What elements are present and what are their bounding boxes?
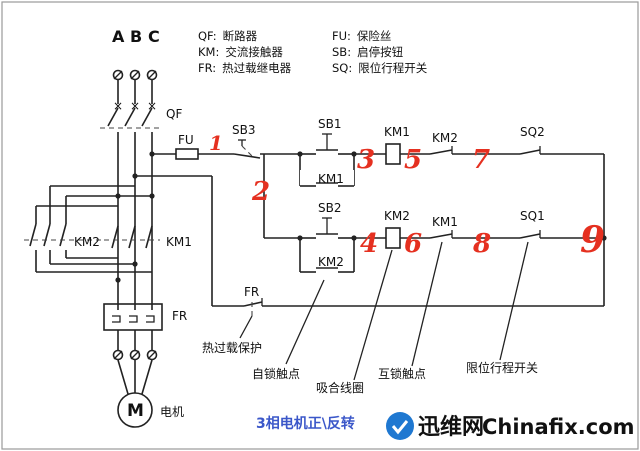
legend-code: SQ: xyxy=(332,61,352,75)
legend-desc: 保险丝 xyxy=(357,29,392,43)
phase-c-label: C xyxy=(148,27,160,46)
motor-symbol xyxy=(117,392,153,428)
motor-m-label: M xyxy=(127,401,144,421)
fr-control-contact xyxy=(243,298,263,316)
qf-label: QF xyxy=(166,107,182,121)
coil-note: 吸合线圈 xyxy=(316,380,364,395)
legend-desc: 限位行程开关 xyxy=(358,61,427,75)
km2-main-contacts xyxy=(24,185,152,273)
km1-interlock-contact xyxy=(429,230,453,239)
wire-number: 1 xyxy=(209,131,223,155)
wire-number: 3 xyxy=(357,145,375,175)
wire-number: 6 xyxy=(404,229,422,259)
fu-label: FU xyxy=(178,133,194,147)
svg-text:×: × xyxy=(130,99,140,113)
legend: QF: 断路器 KM: 交流接触器 FR: 热过载继电器 FU: 保险丝 SB: 启停按钮… xyxy=(198,29,428,75)
svg-text:QF:断路器: QF: 断路器 xyxy=(198,29,258,43)
motor-label: 电机 xyxy=(160,405,184,419)
legend-desc: 热过载继电器 xyxy=(222,61,291,75)
sb3-label: SB3 xyxy=(232,123,255,137)
sb2-label: SB2 xyxy=(318,201,341,215)
km2-hold-label: KM2 xyxy=(318,255,344,269)
sb2-start-button xyxy=(300,217,354,239)
wire-number: 2 xyxy=(251,177,270,207)
annotation-leaders xyxy=(239,241,529,381)
sq1-limit-switch xyxy=(519,230,541,239)
interlock-note: 互锁触点 xyxy=(378,366,426,381)
wire-number: 4 xyxy=(360,229,378,259)
svg-text:KM:交流接触器: KM: 交流接触器 xyxy=(198,45,283,59)
legend-code: SB: xyxy=(332,45,351,59)
km1-main-label: KM1 xyxy=(166,235,192,249)
legend-code: FR: xyxy=(198,61,216,75)
km2-coil xyxy=(385,227,401,249)
sb1-label: SB1 xyxy=(318,117,341,131)
legend-desc: 交流接触器 xyxy=(225,45,283,59)
control-circuit: FU SB3 SB1 KM1 xyxy=(135,117,607,316)
svg-text:×: × xyxy=(147,99,157,113)
sb1-start-button xyxy=(300,133,354,155)
km2-coil-label: KM2 xyxy=(384,209,410,223)
km1-hold-label: KM1 xyxy=(318,172,344,186)
qf-breaker: × × × xyxy=(100,99,160,129)
km2-main-label: KM2 xyxy=(74,235,100,249)
km2-interlock-contact xyxy=(429,146,453,155)
power-circuit: × × × QF xyxy=(24,69,192,428)
legend-code: KM: xyxy=(198,45,219,59)
wire-number: 9 xyxy=(580,219,605,261)
wire-numbers: 1 2 3 5 7 4 6 8 9 xyxy=(209,131,605,261)
watermark: 迅维网 Chinafix.com xyxy=(384,406,636,446)
km1-coil xyxy=(385,143,401,165)
watermark-site-en: Chinafix.com xyxy=(482,415,635,439)
sq2-label: SQ2 xyxy=(520,125,545,139)
phase-a-label: A xyxy=(112,27,125,46)
svg-text:FU:保险丝: FU: 保险丝 xyxy=(332,29,391,43)
km1-interlock-label: KM1 xyxy=(432,215,458,229)
wire-number: 5 xyxy=(404,145,422,175)
motor-terminals xyxy=(112,349,158,361)
watermark-site-cn: 迅维网 xyxy=(418,414,484,440)
svg-text:FR:热过载继电器: FR: 热过载继电器 xyxy=(198,61,292,75)
watermark-logo-icon xyxy=(386,412,414,440)
legend-desc: 启停按钮 xyxy=(357,45,403,59)
legend-code: FU: xyxy=(332,29,351,43)
thermal-protection-note: 热过载保护 xyxy=(202,341,262,355)
km2-interlock-label: KM2 xyxy=(432,131,458,145)
legend-code: QF: xyxy=(198,29,217,43)
sq2-limit-switch xyxy=(519,146,541,155)
limit-switch-note: 限位行程开关 xyxy=(466,360,538,375)
phase-b-label: B xyxy=(130,27,142,46)
svg-text:SQ:限位行程开关: SQ: 限位行程开关 xyxy=(332,61,428,75)
wire-number: 8 xyxy=(472,229,491,259)
fr-ctrl-label: FR xyxy=(244,285,259,299)
sq1-label: SQ1 xyxy=(520,209,545,223)
km1-main-contacts xyxy=(104,225,160,249)
sb3-stop-button xyxy=(233,139,261,159)
self-lock-note: 自锁触点 xyxy=(252,366,300,381)
fu-fuse xyxy=(175,148,199,160)
diagram-caption: 3相电机正\反转 xyxy=(256,415,355,432)
legend-desc: 断路器 xyxy=(223,29,258,43)
svg-text:SB:启停按钮: SB: 启停按钮 xyxy=(332,45,404,59)
fr-main-relay xyxy=(103,286,163,331)
svg-text:×: × xyxy=(113,99,123,113)
fr-main-label: FR xyxy=(172,309,187,323)
wire-number: 7 xyxy=(472,145,490,175)
supply-terminals xyxy=(112,69,158,81)
km1-coil-label: KM1 xyxy=(384,125,410,139)
